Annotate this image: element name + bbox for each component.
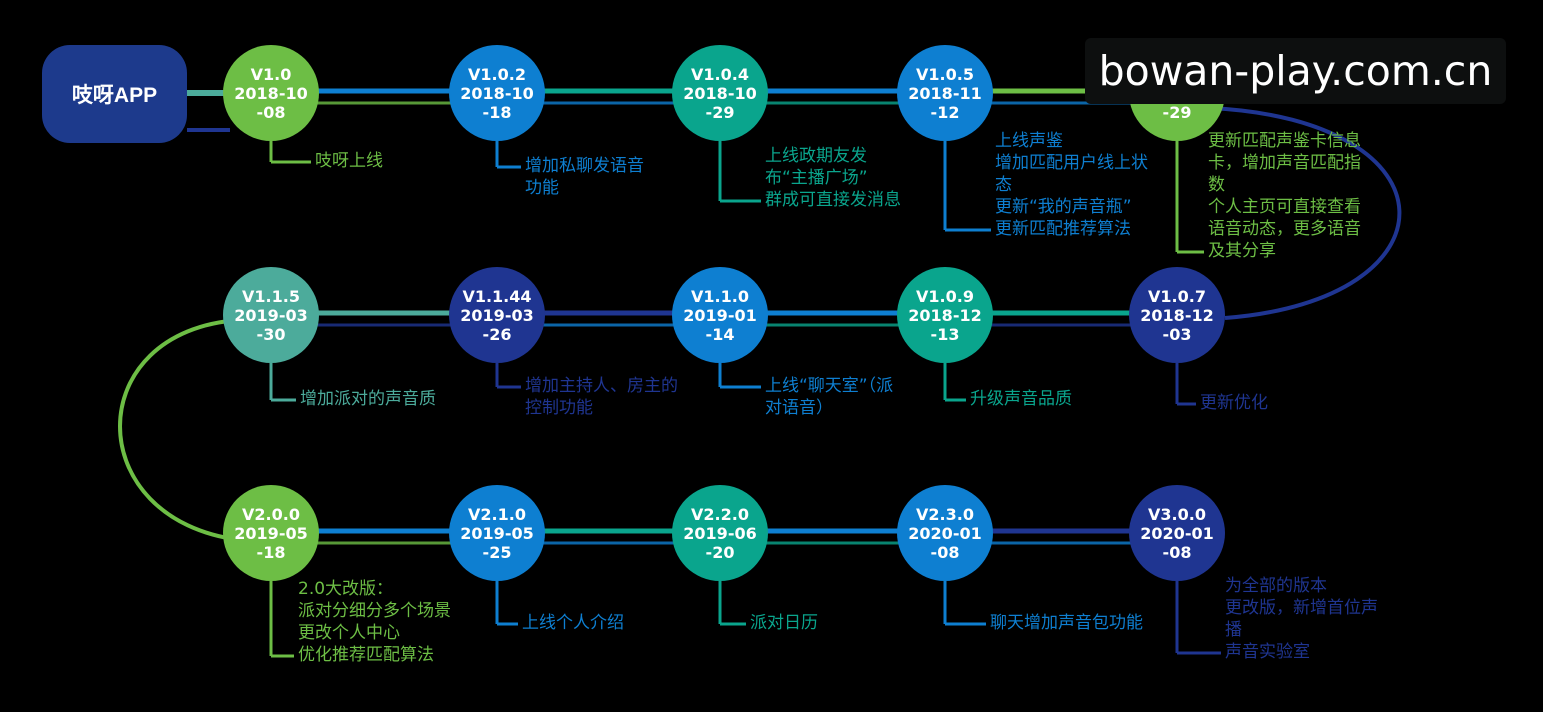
note-line: 增加私聊发语音 <box>525 156 644 176</box>
version-note-4: 更新匹配声鉴卡信息卡，增加声音匹配指数个人主页可直接查看语音动态，更多语音及其分… <box>1208 130 1361 262</box>
version-date: 2018-11-12 <box>908 83 982 122</box>
version-note-13: 聊天增加声音包功能 <box>990 612 1143 634</box>
note-line: 派对分细分多个场景 <box>298 601 451 621</box>
version-date: 2019-05-18 <box>234 523 308 562</box>
version-label: V1.0.4 <box>691 64 749 84</box>
note-line: 个人主页可直接查看 <box>1208 197 1361 217</box>
version-date: 2018-12-13 <box>908 305 982 344</box>
note-line: 上线政期友发 <box>765 146 867 166</box>
version-date: 2018-12-03 <box>1140 305 1214 344</box>
version-label: V2.3.0 <box>916 504 974 524</box>
version-date: 2019-03-26 <box>460 305 534 344</box>
version-date: 2020-01-08 <box>908 523 982 562</box>
note-line: 上线“聊天室”（派 <box>765 376 894 396</box>
version-note-8: 增加主持人、房主的控制功能 <box>525 375 678 419</box>
version-label: V2.1.0 <box>468 504 526 524</box>
version-note-12: 派对日历 <box>750 612 818 634</box>
version-date: 2019-05-25 <box>460 523 534 562</box>
version-note-5: 更新优化 <box>1200 392 1268 414</box>
note-line: 派对日历 <box>750 613 818 633</box>
note-line: 更新“我的声音瓶” <box>995 197 1132 217</box>
version-note-10: 2.0大改版：派对分细分多个场景更改个人中心优化推荐匹配算法 <box>298 578 451 666</box>
version-label: V1.0.9 <box>916 286 974 306</box>
note-line: 群成可直接发消息 <box>765 190 901 210</box>
version-note-11: 上线个人介绍 <box>522 612 624 634</box>
note-line: 数 <box>1208 175 1225 195</box>
version-label: V1.0.2 <box>468 64 526 84</box>
app-title-box: 吱呀APP <box>42 45 187 143</box>
version-note-9: 增加派对的声音质 <box>300 388 436 410</box>
version-label: V1.1.0 <box>691 286 749 306</box>
loop-right <box>1209 106 1402 320</box>
note-line: 上线声鉴 <box>995 131 1063 151</box>
note-line: 更改版，新增首位声 <box>1225 598 1378 618</box>
note-line: 增加主持人、房主的 <box>525 376 678 396</box>
note-line: 声音实验室 <box>1225 642 1310 662</box>
version-note-1: 增加私聊发语音功能 <box>525 155 644 199</box>
version-date: 2018-10-18 <box>460 83 534 122</box>
version-date: 2018-10-08 <box>234 83 308 122</box>
note-line: 升级声音品质 <box>970 389 1072 409</box>
note-line: 功能 <box>525 178 559 198</box>
version-date: 2020-01-08 <box>1140 523 1214 562</box>
version-label: V1.0.7 <box>1148 286 1206 306</box>
note-line: 更改个人中心 <box>298 623 400 643</box>
version-date: 2019-03-30 <box>234 305 308 344</box>
note-line: 及其分享 <box>1208 241 1276 261</box>
note-line: 语音动态，更多语音 <box>1208 219 1361 239</box>
note-line: 更新优化 <box>1200 393 1268 413</box>
version-note-3: 上线声鉴增加匹配用户线上状态更新“我的声音瓶”更新匹配推荐算法 <box>995 130 1148 240</box>
note-line: 优化推荐匹配算法 <box>298 645 434 665</box>
version-note-2: 上线政期友发布“主播广场”群成可直接发消息 <box>765 145 901 211</box>
note-line: 对语音） <box>765 398 833 418</box>
version-note-6: 升级声音品质 <box>970 388 1072 410</box>
loop-left <box>118 318 241 542</box>
note-line: 增加派对的声音质 <box>300 389 436 409</box>
version-label: V1.0.5 <box>916 64 974 84</box>
version-date: 2019-01-14 <box>683 305 757 344</box>
version-label: V1.1.5 <box>242 286 300 306</box>
version-label: V2.0.0 <box>242 504 300 524</box>
version-date: 2018-10-29 <box>683 83 757 122</box>
watermark: bowan-play.com.cn <box>1085 38 1506 104</box>
version-date: 2019-06-20 <box>683 523 757 562</box>
version-label: V3.0.0 <box>1148 504 1206 524</box>
note-line: 更新匹配声鉴卡信息 <box>1208 131 1361 151</box>
note-line: 控制功能 <box>525 398 593 418</box>
note-line: 吱呀上线 <box>315 151 383 171</box>
note-line: 聊天增加声音包功能 <box>990 613 1143 633</box>
note-line: 为全部的版本 <box>1225 576 1327 596</box>
version-label: V2.2.0 <box>691 504 749 524</box>
app-title: 吱呀APP <box>71 84 158 107</box>
note-line: 2.0大改版： <box>298 579 394 599</box>
version-label: V1.1.44 <box>462 286 532 306</box>
note-line: 增加匹配用户线上状 <box>995 153 1148 173</box>
note-line: 播 <box>1225 620 1242 640</box>
version-note-14: 为全部的版本更改版，新增首位声播声音实验室 <box>1225 575 1378 663</box>
note-line: 卡，增加声音匹配指 <box>1208 153 1361 173</box>
watermark-text: bowan-play.com.cn <box>1098 47 1493 95</box>
version-note-7: 上线“聊天室”（派对语音） <box>765 375 893 419</box>
note-line: 上线个人介绍 <box>522 613 624 633</box>
note-line: 态 <box>995 175 1012 195</box>
note-line: 更新匹配推荐算法 <box>995 219 1131 239</box>
version-note-0: 吱呀上线 <box>315 150 383 172</box>
note-line: 布“主播广场” <box>765 168 868 188</box>
version-label: V1.0 <box>250 64 292 84</box>
